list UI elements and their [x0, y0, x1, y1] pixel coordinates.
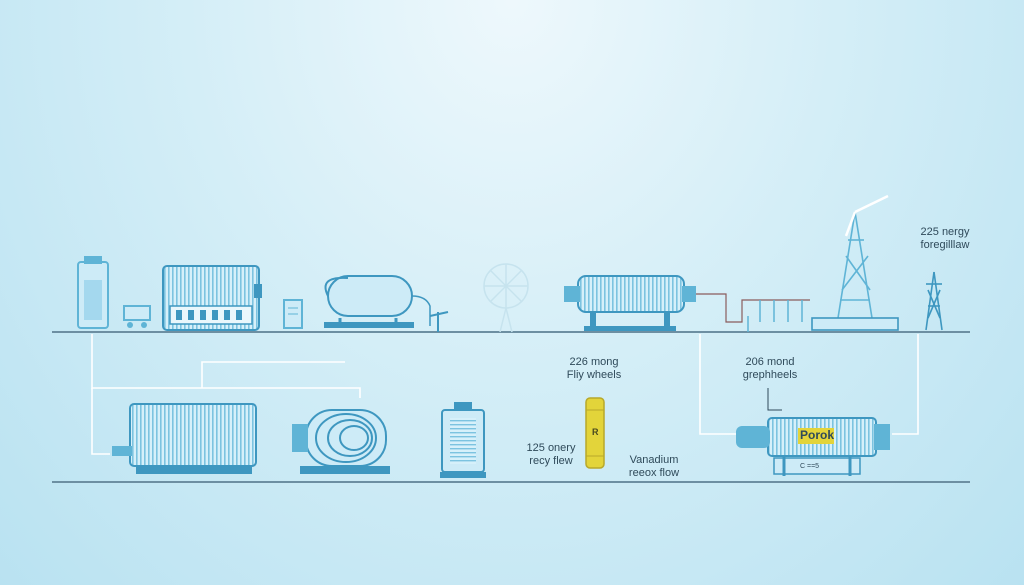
device-brand-label: Porok — [800, 428, 835, 442]
pump-jack-icon — [429, 311, 449, 332]
label-line: Vanadium — [629, 454, 679, 466]
cable-line — [696, 293, 810, 323]
label-line: grephheels — [742, 369, 798, 381]
pointer-line — [767, 388, 782, 411]
coil-motor-icon — [292, 409, 390, 474]
label-line: 226 mong — [569, 356, 619, 368]
label-fly-wheels: 226 mong Fliy wheels — [556, 356, 632, 382]
battery-cell-icon — [77, 256, 109, 329]
label-line: recy flew — [529, 455, 573, 467]
label-line: 225 nergy — [920, 226, 970, 238]
label-energy-foregillaw: 225 nergy foregilllaw — [905, 226, 985, 252]
battery-rack-icon — [440, 402, 486, 478]
label-line: 206 mond — [745, 356, 795, 368]
container-storage-unit-icon — [162, 265, 262, 331]
label-line: Fliy wheels — [566, 369, 622, 381]
transmission-pylon-icon — [925, 271, 943, 331]
yellow-flywheel-icon — [585, 397, 605, 469]
label-line: foregilllaw — [920, 239, 970, 251]
wind-fan-icon — [483, 263, 529, 333]
flywheel-mark: R — [592, 427, 599, 437]
label-recy-flew: 125 onery recy flew — [516, 442, 586, 468]
flywheel-cylinder-icon — [564, 275, 696, 331]
label-line: reeox flow — [628, 467, 680, 479]
connector-wires — [91, 334, 919, 455]
label-vanadium: Vanadium reeox flow — [618, 454, 690, 480]
label-grephheels: 206 mond grephheels — [730, 356, 810, 382]
label-line: 125 onery — [526, 442, 576, 454]
pressure-tank-icon — [324, 275, 431, 328]
flow-battery-device-icon — [736, 417, 890, 476]
wind-turbine-icon — [811, 194, 899, 331]
small-cart-icon — [123, 305, 151, 328]
radiator-storage-unit-icon — [112, 403, 257, 474]
pipeline-supports-icon — [747, 300, 803, 332]
small-cabinet-icon — [283, 299, 303, 329]
device-plate-label: C ==5 — [800, 463, 820, 470]
